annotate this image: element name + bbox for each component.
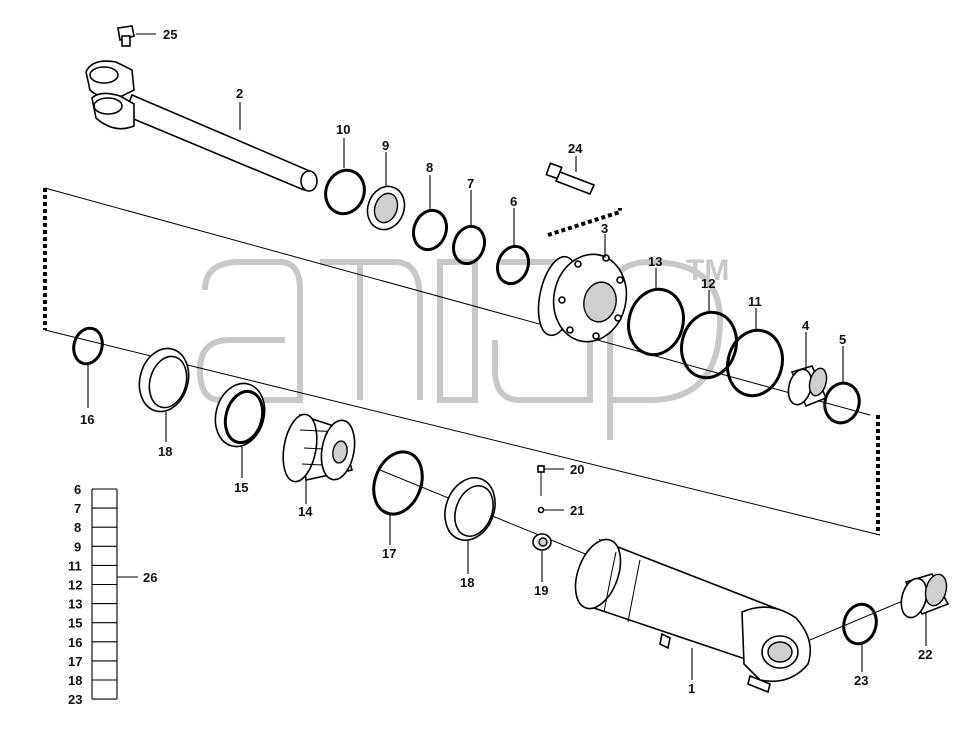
part-12-ring <box>680 310 738 380</box>
kit-item-8: 8 <box>74 520 81 535</box>
part-14-piston <box>282 413 356 483</box>
callout-11: 11 <box>748 294 762 309</box>
part-6-ring <box>495 244 531 286</box>
callout-17: 17 <box>382 546 396 561</box>
callout-26: 26 <box>143 570 157 585</box>
callout-12: 12 <box>701 276 715 291</box>
kit-item-12: 12 <box>68 578 82 593</box>
callout-22: 22 <box>918 647 932 662</box>
kit-item-15: 15 <box>68 616 82 631</box>
part-16-ring <box>72 326 104 366</box>
assembly-axes <box>43 187 906 641</box>
part-7-ring <box>451 224 487 266</box>
callout-7: 7 <box>467 176 474 191</box>
callout-24: 24 <box>568 141 583 156</box>
kit-item-11: 11 <box>68 558 82 573</box>
part-4-bushing <box>787 365 828 408</box>
part-24-bolt <box>545 162 596 196</box>
part-25-nut <box>117 25 135 47</box>
kit-26-list: 6 7 8 9 11 12 13 15 16 17 18 23 26 <box>68 482 157 707</box>
part-17-ring <box>372 450 424 516</box>
callout-2: 2 <box>236 86 243 101</box>
part-11-ring <box>726 328 784 398</box>
callout-10: 10 <box>336 122 350 137</box>
kit-item-9: 9 <box>74 539 81 554</box>
kit-item-23: 23 <box>68 692 82 707</box>
callout-13: 13 <box>648 254 662 269</box>
callout-numbers: 25 2 10 9 8 7 6 24 3 13 12 11 4 5 16 18 … <box>80 27 932 696</box>
part-2-piston-rod <box>85 60 318 192</box>
kit-item-13: 13 <box>68 597 82 612</box>
kit-item-18: 18 <box>68 673 82 688</box>
callout-1: 1 <box>688 681 695 696</box>
callout-8: 8 <box>426 160 433 175</box>
part-19-fitting <box>532 533 552 551</box>
callout-18-upper: 18 <box>158 444 172 459</box>
part-3-gland <box>537 253 628 343</box>
part-18-guide-ring-lower <box>444 477 496 541</box>
part-21-washer <box>537 506 545 514</box>
callout-18-lower: 18 <box>460 575 474 590</box>
part-15-seal <box>214 382 266 448</box>
part-23-ring <box>842 602 878 646</box>
part-9-seal <box>366 185 406 231</box>
part-8-ring <box>411 208 449 252</box>
kit-item-7: 7 <box>74 501 81 516</box>
callout-9: 9 <box>382 138 389 153</box>
callout-6: 6 <box>510 194 517 209</box>
callout-19: 19 <box>534 583 548 598</box>
watermark-trademark: TM <box>686 254 729 287</box>
part-20-grease-nipple <box>537 465 545 496</box>
part-18-guide-ring-upper <box>138 347 190 413</box>
part-13-oring <box>627 287 685 357</box>
callout-4: 4 <box>802 318 810 333</box>
callout-21: 21 <box>570 503 584 518</box>
kit-item-17: 17 <box>68 654 82 669</box>
callout-3: 3 <box>601 221 608 236</box>
part-22-bushing <box>900 573 950 619</box>
part-1-cylinder-barrel <box>574 538 812 694</box>
callout-16: 16 <box>80 412 94 427</box>
watermark-logo: TM <box>196 254 729 440</box>
callout-20: 20 <box>570 462 584 477</box>
kit-item-6: 6 <box>74 482 81 497</box>
callout-15: 15 <box>234 480 248 495</box>
callout-25: 25 <box>163 27 177 42</box>
callout-leaders <box>87 33 927 680</box>
callout-23: 23 <box>854 673 868 688</box>
part-5-ring <box>823 381 861 425</box>
part-10-ring <box>324 168 366 216</box>
callout-5: 5 <box>839 332 846 347</box>
kit-item-16: 16 <box>68 635 82 650</box>
callout-14: 14 <box>298 504 313 519</box>
